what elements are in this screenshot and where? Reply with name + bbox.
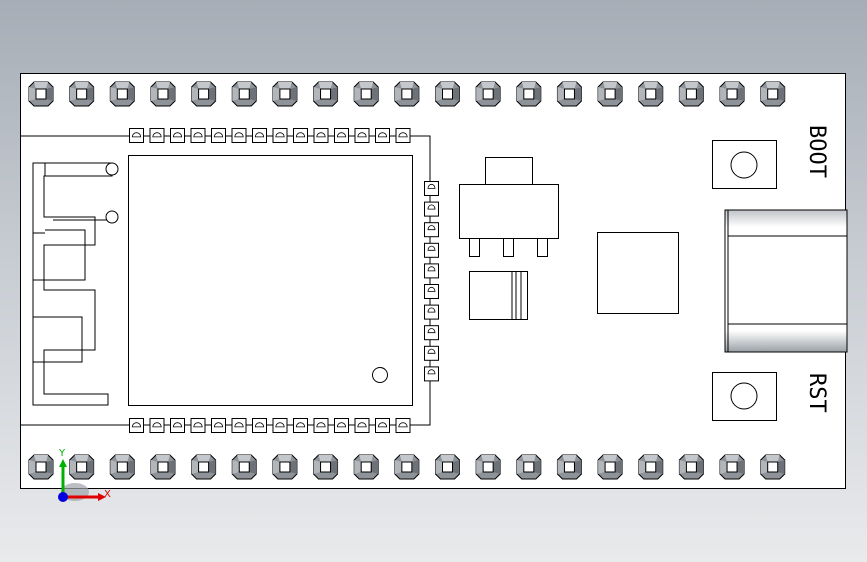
header-row-bottom [28,454,786,480]
header-row-top [28,81,786,107]
header-pin-icon [69,81,95,107]
usb-connector [724,209,848,353]
module-pad-icon [375,128,390,143]
module-pad-icon [129,418,144,433]
module-shield-can [128,155,413,406]
module-pad-icon [424,304,439,320]
module-pad-icon [424,222,439,238]
header-pin-icon [28,454,54,480]
module-pad-icon [129,128,144,143]
header-pin-icon [516,81,542,107]
antenna-inner-trace [32,163,112,363]
module-pad-icon [375,418,390,433]
module-pad-icon [424,325,439,341]
header-pin-icon [231,454,257,480]
module-pads-top [129,128,411,143]
header-pin-icon [313,454,339,480]
header-pin-icon [556,81,582,107]
module-pad-icon [424,263,439,279]
header-pin-icon [760,454,786,480]
header-pin-icon [475,81,501,107]
header-pin-icon [678,81,704,107]
module-pad-icon [149,128,165,143]
module-pad-icon [334,128,349,143]
module-pad-icon [395,128,411,143]
module-pad-icon [313,128,329,143]
header-pin-icon [516,454,542,480]
module-pad-icon [190,418,206,433]
header-pin-icon [394,81,420,107]
header-pin-icon [638,81,664,107]
header-pin-icon [272,454,298,480]
usb-uart-chip [597,232,679,314]
header-pin-icon [150,454,176,480]
header-pin-icon [272,81,298,107]
module-pad-icon [211,418,226,433]
boot-label: BOOT [804,125,829,178]
rst-button[interactable] [712,372,777,421]
header-pin-icon [597,454,623,480]
header-pin-icon [475,454,501,480]
module-pad-icon [424,284,439,299]
antenna-via-icon [105,162,119,176]
pin1-marker-icon [372,367,388,383]
module-pad-icon [313,418,329,433]
voltage-regulator [459,157,559,257]
header-pin-icon [109,454,135,480]
module-pad-icon [354,418,370,433]
triad-icon[interactable]: X Y [58,448,111,502]
module-pad-icon [272,128,288,143]
header-pin-icon [435,454,460,480]
module-pad-icon [170,418,185,433]
module-pad-icon [424,242,439,258]
header-pin-icon [28,81,54,107]
module-pads-bottom [129,418,411,433]
module-pad-icon [252,418,267,433]
header-pin-icon [231,81,257,107]
header-pin-icon [150,81,176,107]
header-pin-icon [191,81,217,107]
header-pin-icon [353,454,379,480]
module-pad-icon [424,181,439,196]
module-pad-icon [424,366,439,382]
module-pad-icon [149,418,165,433]
module-pad-icon [293,128,308,143]
diode [469,271,528,320]
header-pin-icon [353,81,379,107]
module-pad-icon [272,418,288,433]
header-pin-icon [191,454,217,480]
triad-y-label: Y [58,448,66,459]
header-pin-icon [394,454,420,480]
header-pin-icon [760,81,786,107]
triad-x-label: X [104,489,111,500]
module-pad-icon [211,128,226,143]
header-pin-icon [556,454,582,480]
module-pad-icon [293,418,308,433]
header-pin-icon [719,81,745,107]
module-pad-icon [231,128,247,143]
antenna-via-icon [105,210,119,224]
header-pin-icon [597,81,623,107]
module-pad-icon [354,128,370,143]
rst-label: RST [804,373,829,413]
header-pin-icon [313,81,339,107]
module-pad-icon [231,418,247,433]
module-pad-icon [334,418,349,433]
module-pads-right [424,181,439,382]
module-pad-icon [424,345,439,361]
module-pad-icon [424,201,439,217]
header-pin-icon [638,454,664,480]
module-pad-icon [190,128,206,143]
header-pin-icon [719,454,745,480]
boot-button[interactable] [712,140,777,189]
module-pad-icon [252,128,267,143]
header-pin-icon [435,81,460,107]
header-pin-icon [109,81,135,107]
module-pad-icon [170,128,185,143]
header-pin-icon [678,454,704,480]
module-pad-icon [395,418,411,433]
header-pin-icon [69,454,95,480]
